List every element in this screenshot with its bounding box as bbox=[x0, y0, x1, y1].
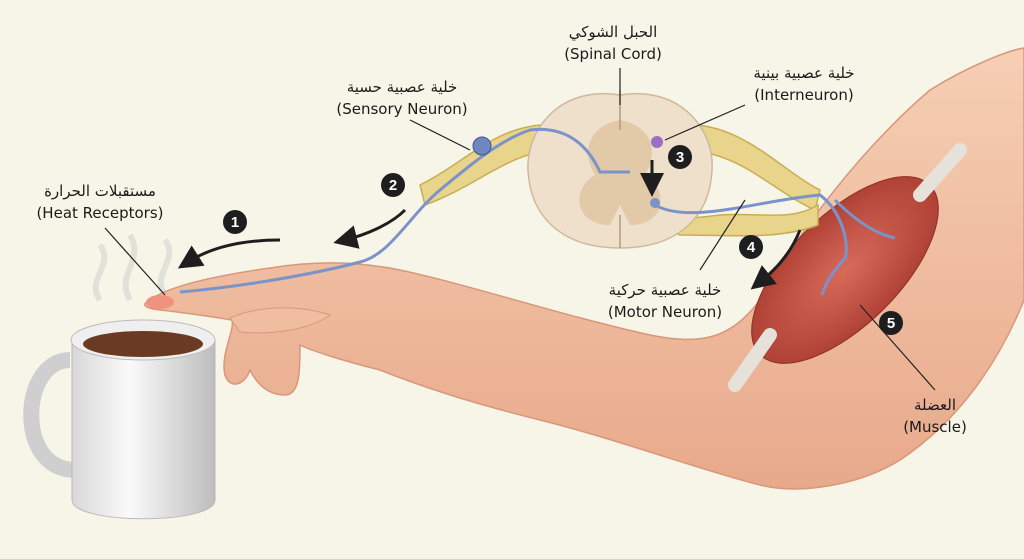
interneuron-cell bbox=[651, 136, 663, 148]
step-number: 1 bbox=[231, 214, 239, 231]
label-ar: مستقبلات الحرارة bbox=[44, 182, 156, 200]
label-muscle: العضلة (Muscle) bbox=[903, 396, 967, 436]
steam bbox=[92, 233, 173, 302]
thumb bbox=[229, 307, 332, 334]
label-ar: العضلة bbox=[914, 396, 956, 414]
fingertip-hotspot bbox=[146, 295, 174, 309]
label-ar: خلية عصبية بينية bbox=[753, 64, 854, 82]
muscle bbox=[728, 143, 967, 392]
step-badge-4: 4 bbox=[739, 235, 763, 259]
label-spinal-cord: الحبل الشوكي (Spinal Cord) bbox=[564, 23, 662, 63]
label-heat-receptors: مستقبلات الحرارة (Heat Receptors) bbox=[36, 182, 163, 222]
step-badge-2: 2 bbox=[381, 173, 405, 197]
label-en: (Interneuron) bbox=[754, 86, 853, 104]
sensory-neuron bbox=[179, 127, 630, 294]
step-number: 5 bbox=[887, 315, 895, 332]
nerve-roots bbox=[419, 123, 821, 237]
label-en: (Sensory Neuron) bbox=[336, 100, 467, 118]
label-en: (Muscle) bbox=[903, 418, 967, 436]
label-ar: خلية عصبية حركية bbox=[609, 281, 722, 299]
signal-arrows bbox=[177, 160, 802, 290]
label-en: (Spinal Cord) bbox=[564, 45, 662, 63]
leader-lines bbox=[104, 68, 936, 391]
label-en: (Heat Receptors) bbox=[36, 204, 163, 222]
coffee-mug bbox=[23, 319, 216, 520]
step-number: 4 bbox=[747, 239, 756, 256]
step-number: 2 bbox=[389, 177, 397, 194]
label-motor-neuron: خلية عصبية حركية (Motor Neuron) bbox=[608, 281, 722, 321]
label-ar: خلية عصبية حسية bbox=[347, 78, 458, 96]
sensory-neuron-cell-body bbox=[472, 136, 492, 156]
spinal-cord bbox=[527, 90, 713, 249]
arm bbox=[144, 47, 1024, 490]
label-en: (Motor Neuron) bbox=[608, 303, 722, 321]
step-badge-1: 1 bbox=[223, 210, 247, 234]
label-interneuron: خلية عصبية بينية (Interneuron) bbox=[753, 64, 854, 104]
label-sensory-neuron: خلية عصبية حسية (Sensory Neuron) bbox=[336, 78, 467, 118]
label-ar: الحبل الشوكي bbox=[569, 23, 658, 42]
motor-neuron-cell-body bbox=[650, 198, 660, 208]
step-badge-5: 5 bbox=[879, 311, 903, 335]
step-badge-3: 3 bbox=[668, 145, 692, 169]
motor-neuron bbox=[654, 193, 896, 296]
step-number: 3 bbox=[676, 149, 684, 166]
